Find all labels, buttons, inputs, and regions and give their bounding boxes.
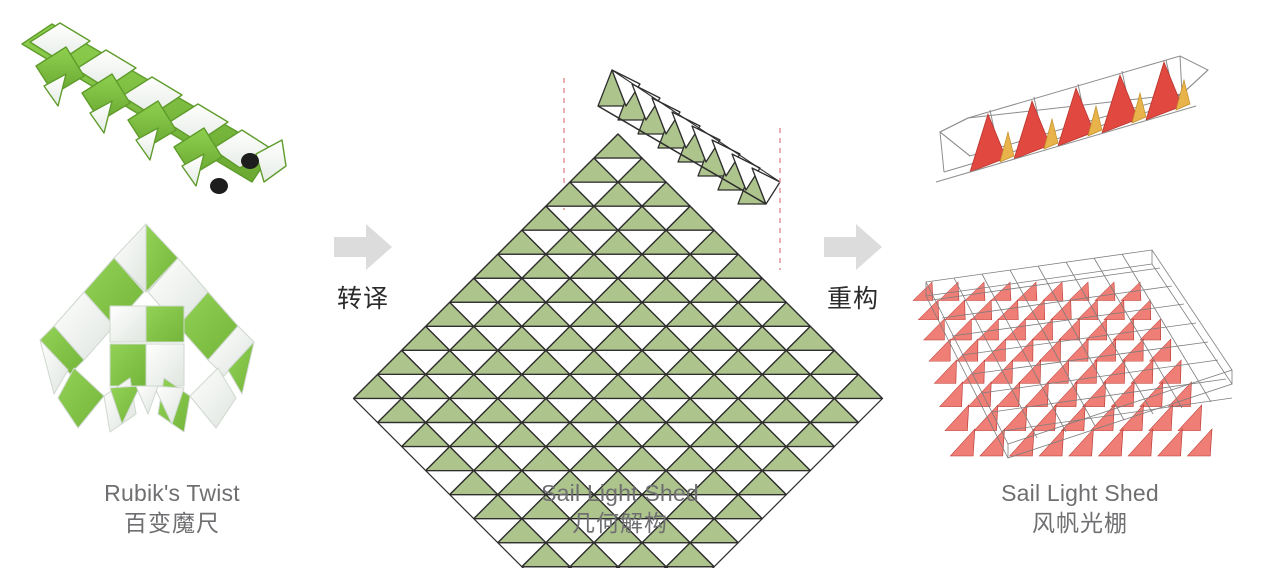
caption-cn: 几何解构	[572, 511, 668, 538]
caption-rubiks-twist: Rubik's Twist 百变魔尺	[2, 478, 342, 540]
arrow-translate-label: 转译	[336, 284, 389, 313]
column-geometric-deconstruction: Sail Light Shed 几何解构	[352, 0, 884, 568]
caption-cn: 风帆光棚	[1032, 511, 1128, 538]
column-sail-light-shed: Sail Light Shed 风帆光棚	[910, 0, 1250, 568]
space-frame-wireframe	[925, 249, 1233, 459]
folded-strip-diagram	[590, 58, 830, 218]
sail-panels	[969, 60, 1183, 173]
arrow-reconstruct: 重构	[798, 222, 908, 311]
arrow-right-icon	[824, 224, 882, 270]
pivot-hole-icon	[241, 153, 259, 169]
arrow-reconstruct-label: 重构	[826, 284, 879, 313]
caption-en: Sail Light Shed	[1001, 480, 1159, 506]
red-sail-canopy-render	[912, 238, 1240, 463]
sail-accent-panels	[999, 78, 1191, 163]
caption-en: Rubik's Twist	[104, 480, 240, 506]
arrow-right-icon	[334, 224, 392, 270]
snake-folded-photo	[18, 218, 278, 458]
diamond-grid-diagram	[352, 128, 884, 568]
caption-sail-light-shed: Sail Light Shed 风帆光棚	[910, 478, 1250, 540]
arrow-translate: 转译	[308, 222, 418, 311]
red-sail-strip-render	[930, 50, 1230, 200]
caption-en: Sail Light Shed	[541, 480, 699, 506]
snake-extended-photo	[14, 14, 304, 214]
caption-geometric-deconstruction: Sail Light Shed 几何解构	[450, 478, 790, 540]
pivot-hole-icon	[210, 178, 228, 194]
canopy-sail-grid	[912, 281, 1213, 457]
caption-cn: 百变魔尺	[124, 511, 220, 538]
column-rubiks-twist: Rubik's Twist 百变魔尺	[0, 0, 310, 568]
dashed-connector-right	[779, 128, 781, 270]
